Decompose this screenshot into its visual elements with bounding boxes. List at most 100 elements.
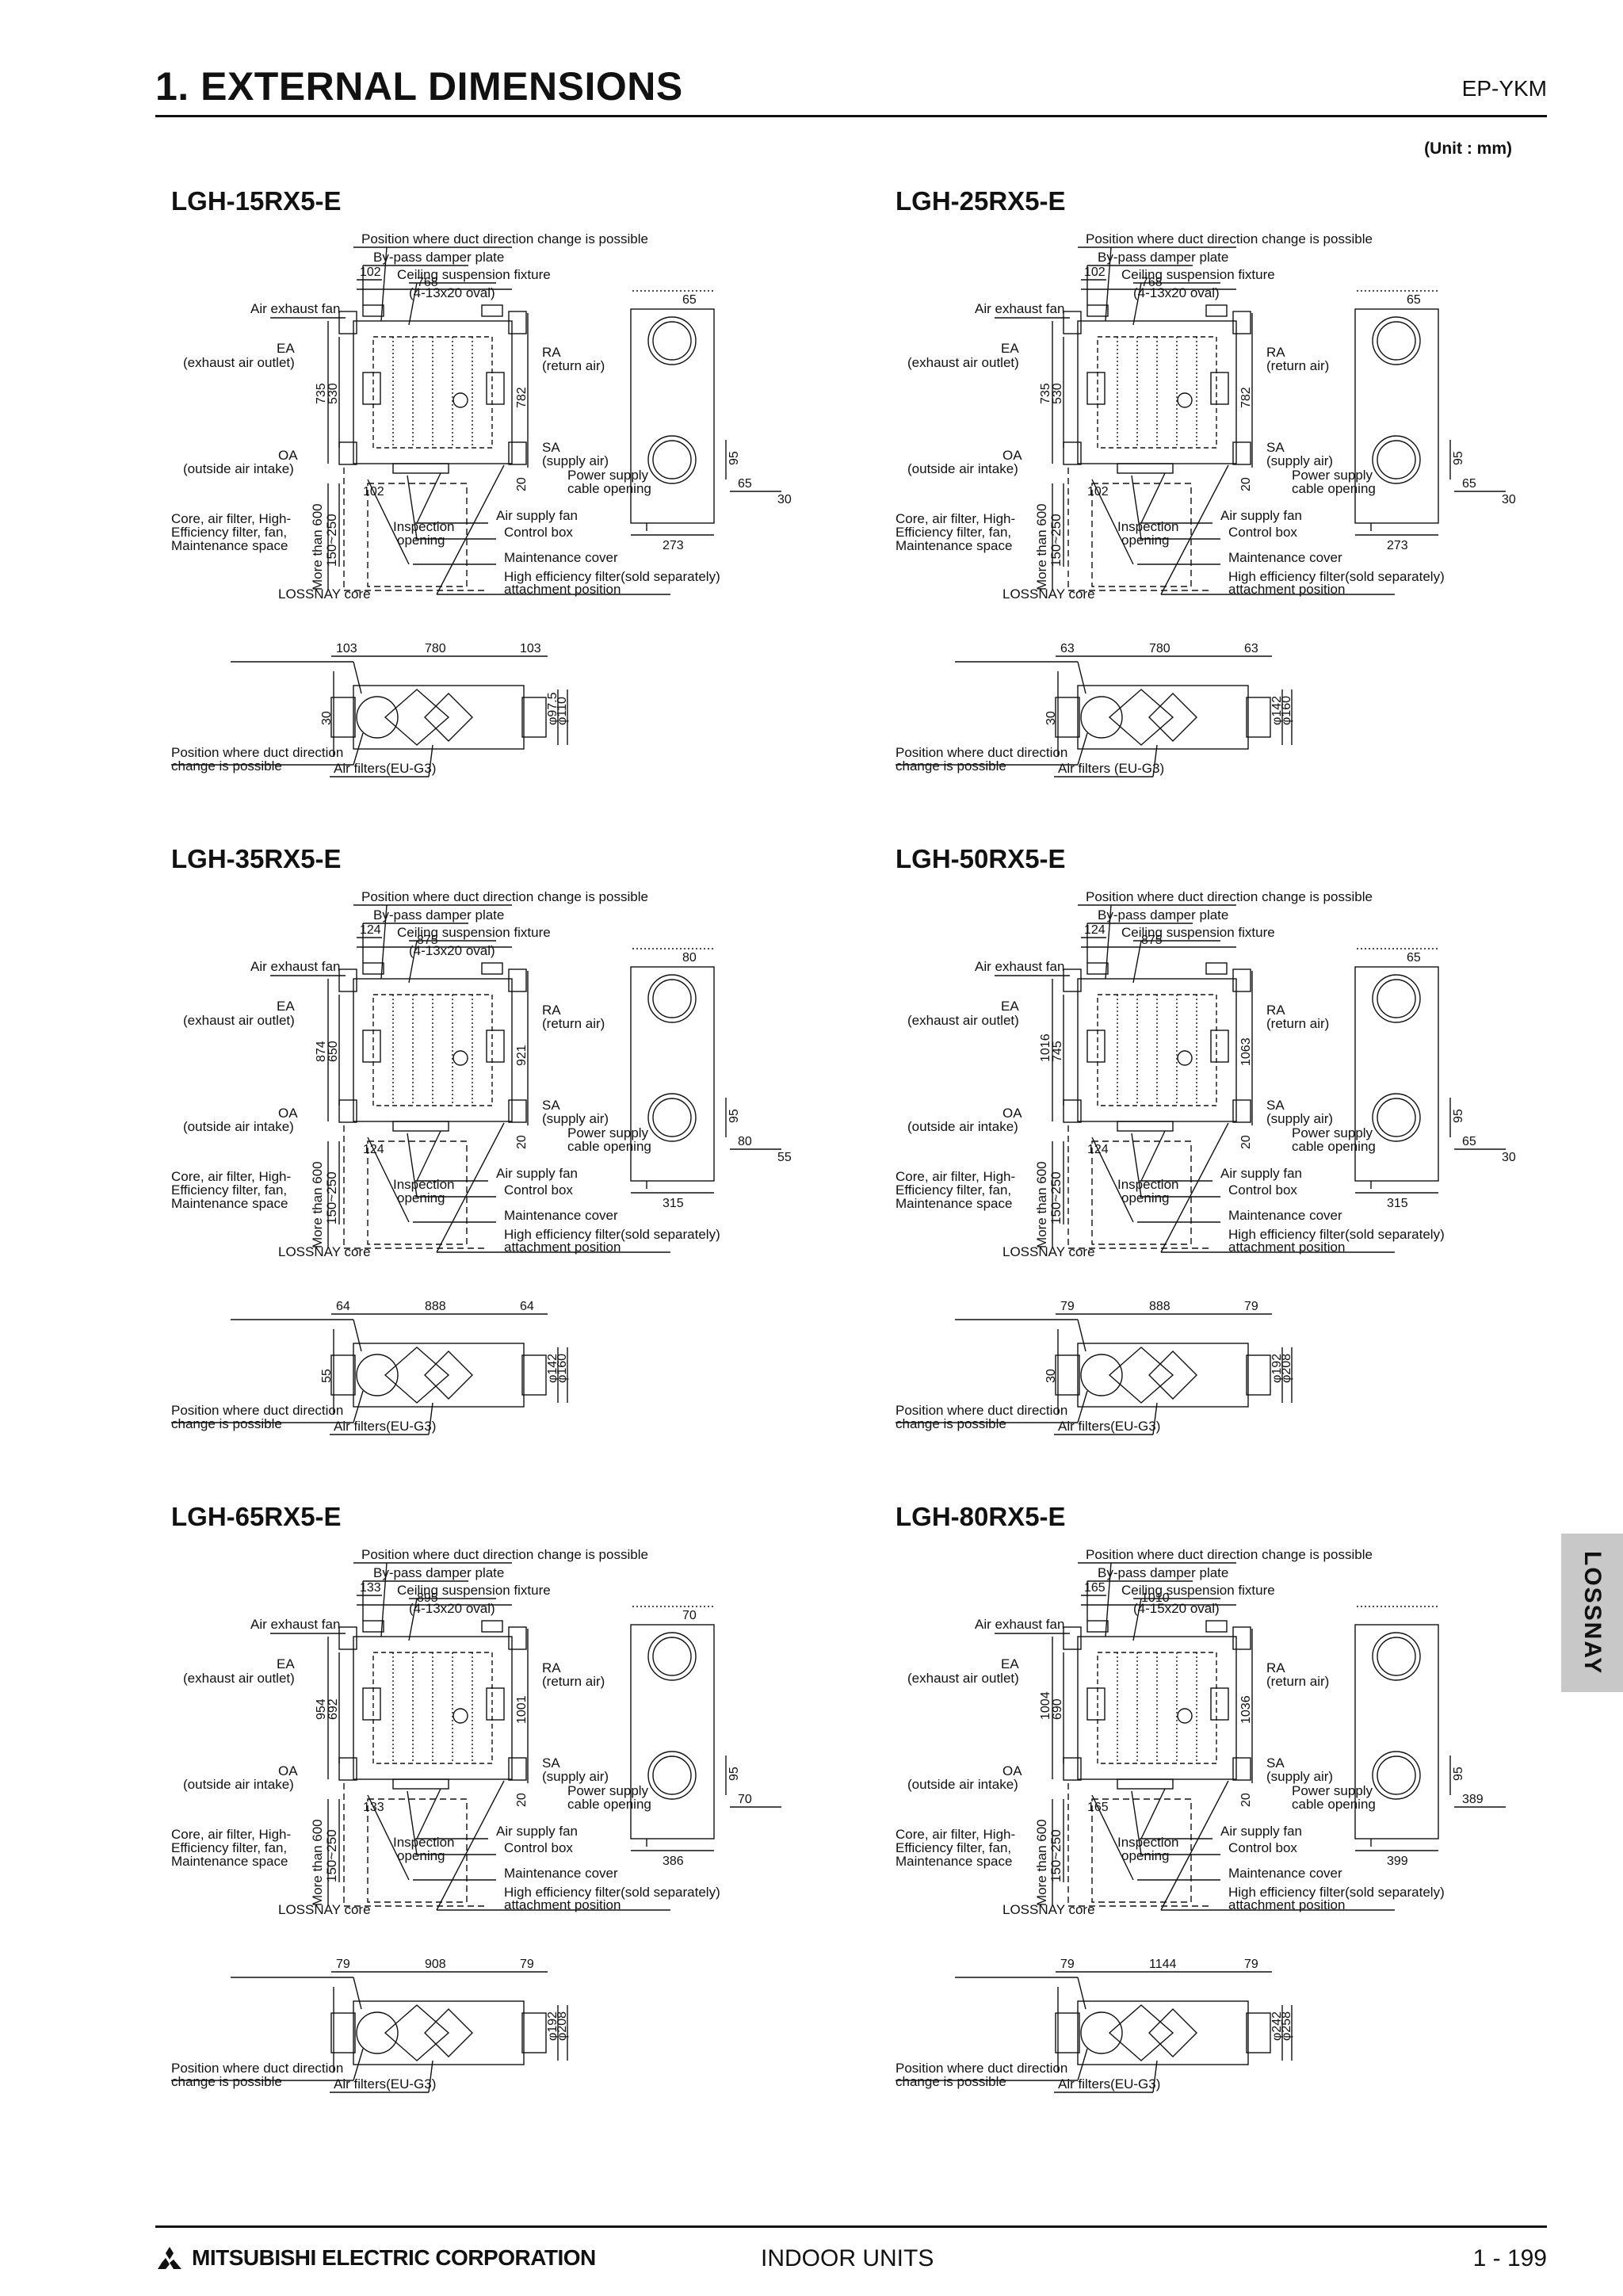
oa-sub-label: (outside air intake) bbox=[907, 461, 1018, 476]
ea-sub-label: (exhaust air outlet) bbox=[907, 1013, 1019, 1028]
dim-plan-left: 64 bbox=[336, 1300, 350, 1313]
header-rule bbox=[155, 115, 1547, 117]
hef-label-2: attachment position bbox=[1228, 1897, 1345, 1912]
dim-inspection: 165 bbox=[1087, 1801, 1109, 1814]
dim-width: 875 bbox=[1141, 934, 1163, 947]
ceiling-fixture-label: Ceiling suspension fixture bbox=[397, 1583, 551, 1598]
exhaust-fan-shape bbox=[362, 1030, 381, 1063]
dim-plan-width: 1144 bbox=[1149, 1958, 1177, 1971]
ea-label: EA bbox=[277, 999, 295, 1014]
ra-label: RA bbox=[542, 1660, 561, 1675]
hef-label-1: High efficiency filter(sold separately) bbox=[504, 1227, 720, 1242]
dim-plan-left: 79 bbox=[1060, 1300, 1075, 1313]
sa-port bbox=[1232, 1757, 1251, 1781]
labels: Position where duct direction change is … bbox=[171, 1547, 752, 2092]
dim-plan-right: 63 bbox=[1244, 642, 1258, 655]
control-box-label: Control box bbox=[1228, 1182, 1297, 1198]
air-supply-fan-label: Air supply fan bbox=[496, 1166, 578, 1181]
dim-95: 95 bbox=[727, 451, 741, 465]
dim-95: 95 bbox=[1452, 1767, 1465, 1781]
suspension-fixture-left bbox=[362, 1620, 384, 1633]
exhaust-fan-shape bbox=[1086, 372, 1106, 405]
space-label-3: Maintenance space bbox=[171, 538, 288, 553]
oval-label: (4-13x20 oval) bbox=[409, 285, 495, 300]
plan-duct-circle bbox=[356, 2011, 399, 2054]
duct-position-label-1: Position where duct direction bbox=[896, 745, 1067, 760]
suspension-fixture-right bbox=[481, 1620, 503, 1633]
sa-sub-label: (supply air) bbox=[542, 1769, 609, 1784]
plan-duct-left bbox=[330, 697, 356, 738]
air-supply-fan-label: Air supply fan bbox=[496, 508, 578, 523]
model-title: LGH-80RX5-E bbox=[896, 1502, 1066, 1531]
ra-label: RA bbox=[1266, 1003, 1285, 1018]
dim-plan-left: 79 bbox=[1060, 1958, 1075, 1971]
plan-view-body bbox=[353, 1343, 525, 1408]
control-box-label: Control box bbox=[504, 1840, 573, 1855]
control-box-shape bbox=[392, 463, 449, 474]
ra-label: RA bbox=[542, 345, 561, 360]
range-label: 150~250 bbox=[1048, 1829, 1064, 1882]
side-view-body bbox=[630, 308, 715, 524]
power-supply-label: Power supply bbox=[567, 1125, 649, 1140]
inspection-label-2: opening bbox=[1121, 533, 1170, 548]
damper-shape bbox=[1177, 1708, 1193, 1724]
dim-top: 165 bbox=[1084, 1581, 1106, 1595]
maintenance-space bbox=[1091, 1140, 1192, 1245]
dim-phi-1: φ242 bbox=[1270, 2011, 1284, 2041]
bypass-label: By-pass damper plate bbox=[1098, 1565, 1228, 1580]
hef-label-2: attachment position bbox=[504, 582, 621, 597]
plan-view-body bbox=[353, 2000, 525, 2065]
ea-port bbox=[338, 311, 357, 334]
ea-port bbox=[338, 968, 357, 992]
ea-label: EA bbox=[1001, 999, 1019, 1014]
air-filters-label: Air filters (EU-G3) bbox=[1058, 761, 1164, 776]
ea-port bbox=[338, 1626, 357, 1650]
side-duct-top bbox=[647, 1632, 697, 1681]
dim-phi-1: φ97.5 bbox=[546, 692, 559, 725]
dim-width: 768 bbox=[417, 276, 438, 289]
bypass-label: By-pass damper plate bbox=[1098, 907, 1228, 923]
dim-top: 133 bbox=[360, 1581, 381, 1595]
supply-fan-shape bbox=[486, 372, 505, 405]
duct-position-label-2: change is possible bbox=[896, 1416, 1006, 1431]
dim-width: 768 bbox=[1141, 276, 1163, 289]
dim-side-mid: 70 bbox=[738, 1793, 752, 1806]
space-label-1: Core, air filter, High- bbox=[896, 1827, 1015, 1842]
side-duct-bottom bbox=[1372, 1093, 1421, 1142]
plan-view-body bbox=[353, 685, 525, 750]
sa-label: SA bbox=[1266, 1755, 1285, 1771]
dim-height: 735 bbox=[1039, 383, 1052, 404]
plan-duct-right bbox=[521, 2012, 547, 2053]
oa-label: OA bbox=[278, 448, 298, 463]
range-label: 150~250 bbox=[324, 1171, 339, 1224]
air-filters-label: Air filters(EU-G3) bbox=[334, 761, 436, 776]
dim-height: 1016 bbox=[1039, 1033, 1052, 1062]
air-supply-fan-label: Air supply fan bbox=[1220, 508, 1302, 523]
duct-position-label-2: change is possible bbox=[171, 2074, 282, 2089]
hef-label-1: High efficiency filter(sold separately) bbox=[504, 569, 720, 584]
dim-height2: 530 bbox=[1051, 383, 1064, 404]
duct-position-label-2: change is possible bbox=[896, 2074, 1006, 2089]
control-box-label: Control box bbox=[504, 1182, 573, 1198]
bypass-label: By-pass damper plate bbox=[373, 250, 504, 265]
sa-label: SA bbox=[542, 440, 560, 455]
plan-core-diamond bbox=[1108, 1347, 1174, 1404]
dim-95: 95 bbox=[727, 1767, 741, 1781]
dim-95: 95 bbox=[1452, 1109, 1465, 1123]
plan-duct-left bbox=[1055, 2012, 1080, 2053]
space-label-2: Efficiency filter, fan, bbox=[896, 1182, 1011, 1198]
ra-label: RA bbox=[542, 1003, 561, 1018]
inspection-label-1: Inspection bbox=[1117, 1177, 1179, 1192]
ea-sub-label: (exhaust air outlet) bbox=[183, 1671, 295, 1686]
ea-label: EA bbox=[277, 341, 295, 356]
power-supply-sub-label: cable opening bbox=[567, 1797, 651, 1812]
hef-label-2: attachment position bbox=[1228, 1240, 1345, 1255]
dim-plan-vertical: 30 bbox=[1044, 711, 1058, 725]
lossnay-core-label: LOSSNAY core bbox=[1002, 586, 1095, 602]
dim-side-mid: 65 bbox=[1462, 1135, 1476, 1148]
maintenance-cover-label: Maintenance cover bbox=[504, 550, 618, 565]
dim-side-width: 315 bbox=[1387, 1197, 1408, 1210]
ra-sub-label: (return air) bbox=[1266, 1016, 1329, 1031]
ea-port bbox=[1063, 1626, 1082, 1650]
maintenance-space bbox=[367, 1140, 468, 1245]
